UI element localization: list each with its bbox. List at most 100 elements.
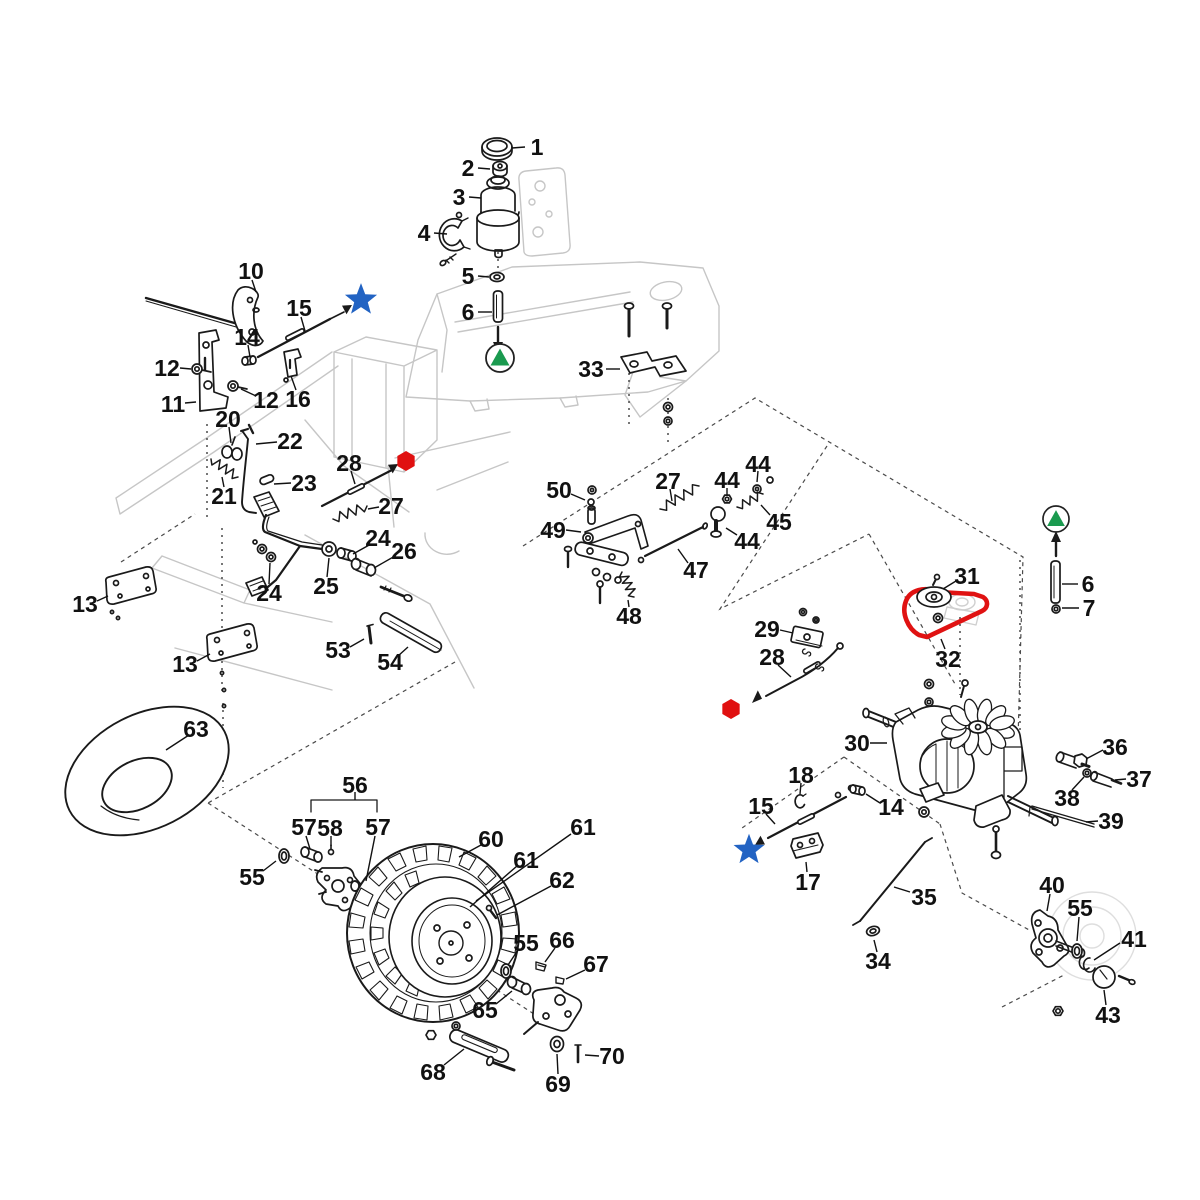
- part-label: 39: [1098, 808, 1124, 834]
- part-label: 27: [378, 493, 404, 519]
- part-28-cable: [752, 642, 844, 703]
- part-label: 2: [462, 155, 475, 181]
- part-label: 25: [313, 573, 339, 599]
- label-leader-line: [1085, 749, 1104, 760]
- part-label: 43: [1095, 1002, 1121, 1028]
- label-leader-line: [565, 529, 582, 533]
- part-label: 23: [291, 470, 317, 496]
- part-45-spring: [736, 491, 764, 510]
- part-48-spring: [618, 571, 636, 598]
- part-label: 10: [238, 258, 264, 284]
- part-38-washer: [1082, 768, 1092, 778]
- part-55-washer-hub: [278, 848, 290, 864]
- part-55-washer-spindle: [500, 963, 512, 979]
- label-leader-line: [779, 629, 794, 634]
- label-leader-line: [1103, 989, 1107, 1006]
- label-leader-line: [433, 232, 448, 235]
- label-leader-line: [458, 844, 482, 858]
- label-leader-line: [397, 646, 409, 657]
- part-55-washer-right: [1071, 943, 1083, 959]
- part-68-bar: [425, 1021, 516, 1072]
- part-label: 29: [754, 616, 780, 642]
- label-leader-line: [677, 548, 689, 564]
- part-53-pin: [366, 623, 374, 645]
- red-hexagon-marker[interactable]: [722, 699, 740, 719]
- part-label: 36: [1102, 734, 1128, 760]
- part-14-bushing-right: [849, 784, 866, 796]
- part-27-spring-left: [332, 504, 368, 523]
- part-label: 38: [1054, 785, 1080, 811]
- label-leader-line: [765, 813, 776, 825]
- part-label: 57: [291, 814, 317, 840]
- green-triangle-marker[interactable]: [485, 343, 515, 373]
- part-label: 61: [570, 814, 596, 840]
- label-leader-line: [326, 557, 330, 578]
- label-leader-line: [367, 506, 380, 510]
- part-63-tube: [64, 705, 230, 837]
- part-label: 57: [365, 814, 391, 840]
- part-23-pin: [259, 473, 275, 486]
- part-label: 45: [766, 509, 792, 535]
- part-14-bushing: [241, 355, 257, 366]
- drive-belt-highlight[interactable]: [902, 587, 990, 640]
- label-leader-line: [255, 441, 278, 445]
- label-leader-line: [627, 599, 630, 608]
- label-leader-line: [570, 493, 586, 501]
- part-31-pulley: [916, 573, 952, 608]
- part-label: 13: [72, 591, 98, 617]
- label-leader-line: [511, 146, 526, 149]
- part-label: 53: [325, 637, 351, 663]
- part-34-oval: [865, 925, 881, 937]
- part-label: 28: [759, 644, 785, 670]
- part-label: 6: [462, 299, 475, 325]
- label-leader-line: [240, 388, 257, 397]
- part-26-sleeve: [350, 557, 413, 603]
- part-label: 17: [795, 869, 821, 895]
- part-44-bolt: [752, 476, 774, 494]
- part-label: 62: [549, 867, 575, 893]
- part-66-clip: [535, 961, 547, 972]
- blue-star-marker[interactable]: [344, 283, 378, 314]
- label-leader-line: [495, 990, 513, 1005]
- label-leader-line: [475, 833, 572, 902]
- part-label: 31: [954, 563, 980, 589]
- label-leader-line: [165, 734, 190, 751]
- part-label: 54: [377, 649, 403, 675]
- part-label: 60: [478, 826, 504, 852]
- label-leader-line: [1046, 893, 1051, 912]
- label-leader-line: [1114, 778, 1127, 781]
- label-leader-line: [1085, 820, 1099, 823]
- part-label: 14: [234, 324, 260, 350]
- part-22-rod: [240, 428, 257, 514]
- label-leader-line: [477, 275, 490, 278]
- part-47-rod: [637, 522, 709, 564]
- part-label: 20: [215, 406, 241, 432]
- label-leader-line: [262, 860, 277, 872]
- label-leader-line: [300, 316, 306, 332]
- label-leader-line: [584, 1054, 600, 1057]
- label-leader-line: [940, 638, 946, 650]
- part-label: 65: [472, 997, 498, 1023]
- label-56-bracket: [310, 799, 378, 813]
- part-label: 22: [277, 428, 303, 454]
- part-label: 24: [365, 525, 391, 551]
- part-label: 18: [788, 762, 814, 788]
- part-4-clamp: [438, 211, 471, 267]
- part-36-fitting: [1055, 751, 1091, 769]
- label-leader-line: [756, 470, 759, 483]
- part-5-washer: [489, 271, 505, 283]
- label-leader-line: [799, 782, 802, 795]
- part-label: 50: [546, 477, 572, 503]
- part-69-washer: [549, 1035, 565, 1053]
- label-leader-line: [669, 488, 673, 502]
- green-triangle-marker[interactable]: [1042, 505, 1070, 533]
- part-67-clip: [555, 976, 565, 985]
- label-leader-line: [247, 344, 251, 358]
- part-28-rod-left: [320, 464, 398, 508]
- part-1-cap: [481, 137, 513, 161]
- part-label: 35: [911, 884, 937, 910]
- part-20-rollers: [221, 423, 255, 461]
- label-leader-line: [873, 939, 878, 953]
- part-label: 44: [745, 451, 771, 477]
- part-label: 44: [734, 528, 760, 554]
